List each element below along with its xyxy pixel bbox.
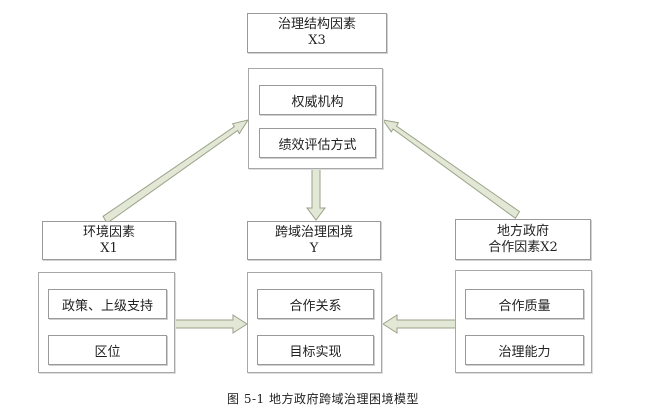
- location-item: 区位: [48, 335, 167, 365]
- performance-evaluation-item: 绩效评估方式: [259, 128, 376, 158]
- arrow-top-to-center: [306, 160, 326, 221]
- governance-structure-code: X3: [308, 33, 326, 48]
- arrow-left-to-center: [162, 314, 248, 334]
- performance-evaluation-label: 绩效评估方式: [278, 137, 357, 153]
- authority-institution-item: 权威机构: [259, 85, 376, 115]
- cooperation-relationship-label: 合作关系: [289, 298, 342, 314]
- figure-caption: 图 5-1 地方政府跨域治理困境模型: [227, 392, 419, 406]
- governance-structure-factor-box: 治理结构因素 X3: [247, 13, 387, 53]
- cooperation-relationship-item: 合作关系: [257, 289, 374, 319]
- cross-domain-dilemma-box: 跨域治理困境 Y: [247, 221, 381, 260]
- local-government-group: 合作质量 治理能力: [455, 270, 592, 373]
- governance-capability-label: 治理能力: [498, 344, 551, 360]
- dilemma-title: 跨域治理困境: [274, 224, 353, 240]
- arrow-localgov-to-top: [381, 119, 521, 220]
- goal-achievement-item: 目标实现: [257, 335, 374, 365]
- arrow-right-to-center: [382, 314, 465, 334]
- governance-structure-title: 治理结构因素: [277, 17, 356, 32]
- dilemma-group: 合作关系 目标实现: [247, 272, 382, 373]
- environment-code: X1: [100, 240, 118, 256]
- local-gov-subtitle: 合作因素X2: [488, 239, 558, 255]
- local-gov-title: 地方政府: [496, 223, 549, 239]
- policy-support-label: 政策、上级支持: [61, 298, 153, 314]
- location-label: 区位: [94, 344, 121, 360]
- environment-group: 政策、上级支持 区位: [38, 272, 175, 373]
- arrow-environment-to-top: [102, 119, 250, 225]
- policy-support-item: 政策、上级支持: [48, 289, 167, 319]
- cooperation-quality-label: 合作质量: [498, 298, 551, 314]
- goal-achievement-label: 目标实现: [289, 344, 342, 360]
- environment-factor-box: 环境因素 X1: [42, 221, 176, 260]
- local-government-factor-box: 地方政府 合作因素X2: [455, 219, 591, 260]
- environment-title: 环境因素: [82, 224, 135, 240]
- cooperation-quality-item: 合作质量: [465, 289, 584, 319]
- dilemma-code: Y: [309, 240, 319, 256]
- governance-capability-item: 治理能力: [465, 335, 584, 365]
- authority-institution-label: 权威机构: [291, 94, 344, 110]
- governance-structure-group: 权威机构 绩效评估方式: [248, 68, 383, 169]
